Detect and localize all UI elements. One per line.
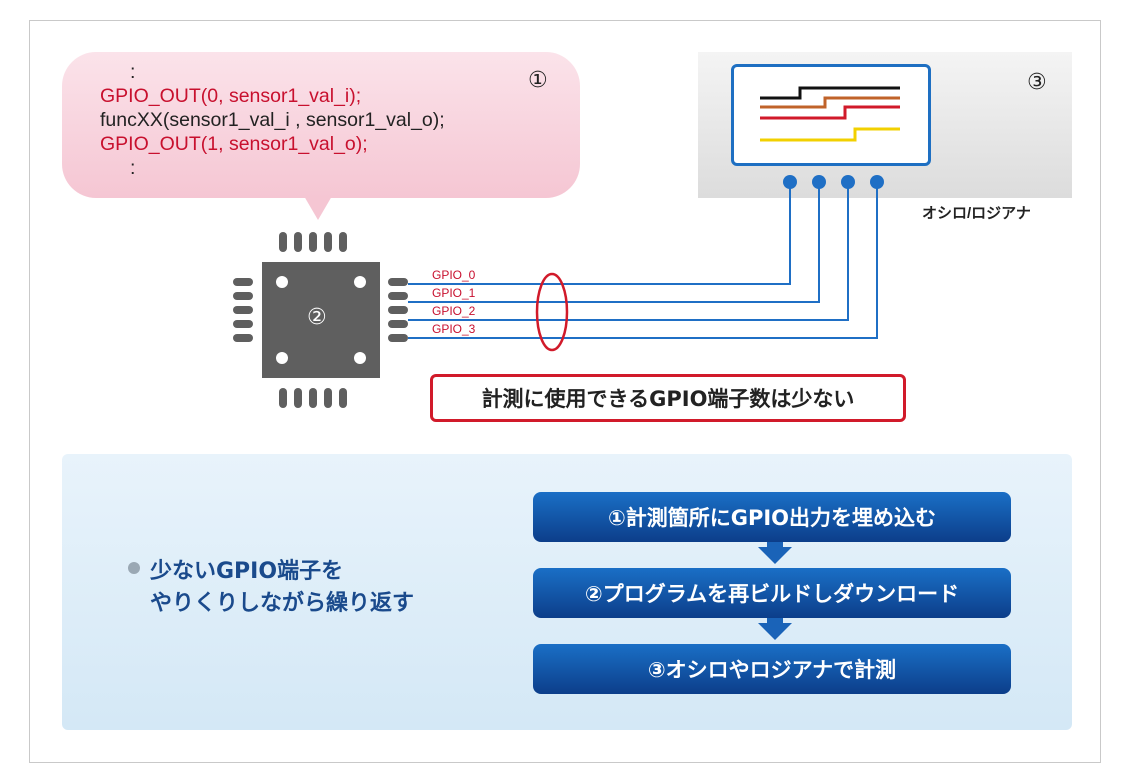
summary-line-1: 少ないGPIO端子を [150,559,344,584]
chip-pins-left [233,278,253,342]
chip-corner-dot [354,276,366,288]
step-arrow-down [758,547,792,564]
gpio-label-2: GPIO_2 [432,304,476,318]
step-arrow-stem [767,618,783,624]
gpio-label-1: GPIO_1 [432,286,476,300]
code-line-1: GPIO_OUT(0, sensor1_val_i); [100,85,362,107]
code-line-3: GPIO_OUT(1, sensor1_val_o); [100,133,368,155]
oscilloscope-screen [731,64,931,166]
summary-line-2: やりくりしながら繰り返す [150,591,415,616]
oscilloscope-number: ③ [1027,70,1047,95]
chip-pins-top [279,232,347,252]
oscilloscope-label: オシロ/ロジアナ [922,205,1031,222]
code-ellipsis-bottom: : [130,157,136,179]
chip-corner-dot [276,276,288,288]
step-3: ③オシロやロジアナで計測 [533,644,1011,694]
bullet-dot [128,562,140,574]
code-bubble [62,52,580,198]
chip-corner-dot [276,352,288,364]
chip-pins-bottom [279,388,347,408]
chip-pins-right [388,278,408,342]
gpio-label-0: GPIO_0 [432,268,476,282]
code-line-2: funcXX(sensor1_val_i , sensor1_val_o); [100,109,445,131]
step-2: ②プログラムを再ビルドしダウンロード [533,568,1011,618]
gpio-label-3: GPIO_3 [432,322,476,336]
chip-corner-dot [354,352,366,364]
code-ellipsis-top: : [130,61,136,83]
step-arrow-down [758,623,792,640]
summary-text: 少ないGPIO端子を やりくりしながら繰り返す [150,556,414,620]
code-snippet: : GPIO_OUT(0, sensor1_val_i); funcXX(sen… [100,60,445,180]
chip-number: ② [307,305,327,330]
bubble-tail [304,196,332,220]
code-number: ① [528,68,548,93]
step-arrow-stem [767,542,783,548]
step-1: ①計測箇所にGPIO出力を埋め込む [533,492,1011,542]
warning-box: 計測に使用できるGPIO端子数は少ない [430,374,906,422]
